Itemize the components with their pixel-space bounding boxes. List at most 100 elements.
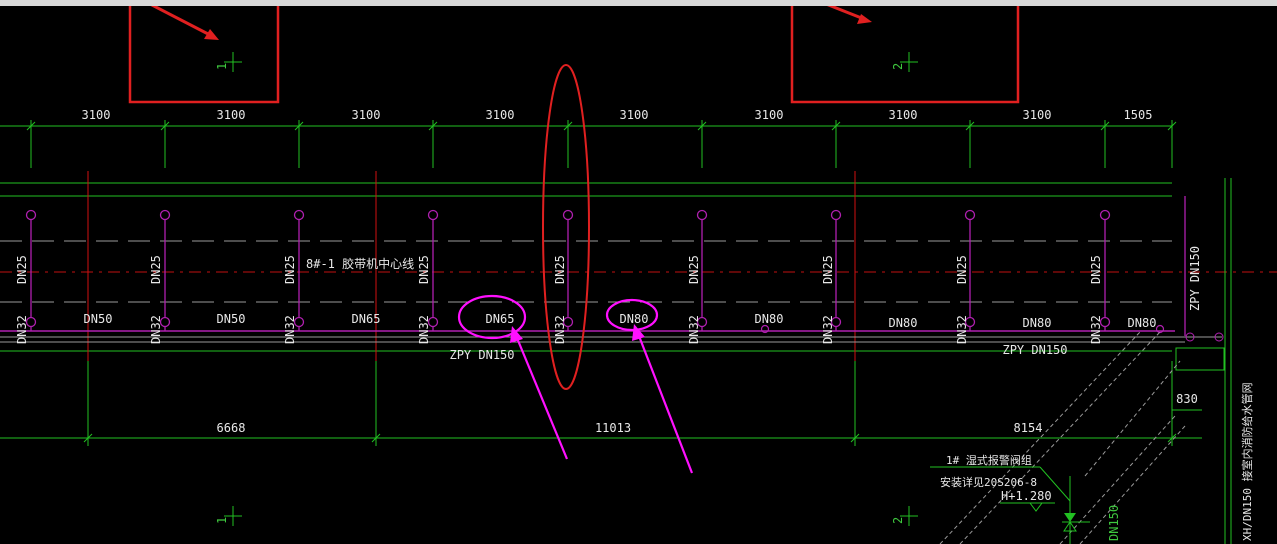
axis-marker-top-2: 2	[891, 52, 918, 72]
main-size-label: DN65	[486, 312, 515, 326]
valve-note-2: 安装详见20S206-8	[940, 475, 1037, 489]
dim-label: 3100	[486, 108, 515, 122]
dim-tick-mark	[831, 121, 841, 131]
valve-note-1: 1# 湿式报警阀组	[946, 453, 1032, 467]
branch-bottom-label: DN32	[15, 315, 29, 344]
dim-label: 3100	[217, 108, 246, 122]
dim-label: 3100	[82, 108, 111, 122]
main-size-label: DN50	[217, 312, 246, 326]
dim-tick-mark	[428, 121, 438, 131]
alarm-valve-icon	[1064, 513, 1076, 522]
main-size-label: DN80	[889, 316, 918, 330]
top-dimension-labels: 3100 3100 3100 3100 3100 3100 3100 3100 …	[82, 108, 1153, 122]
dim-tick-mark	[965, 121, 975, 131]
branch-label: DN25	[417, 255, 431, 284]
red-arrow-right-icon	[826, 6, 865, 21]
pipe-node-icon	[760, 324, 770, 334]
top-dimension-ticks	[26, 120, 1177, 168]
bottom-dim-label: 11013	[595, 421, 631, 435]
dn150-vertical-label: DN150	[1107, 505, 1121, 541]
isometric-lines	[939, 331, 1186, 544]
magenta-highlight-dn65	[457, 294, 527, 340]
red-annotation-box-left	[128, 6, 280, 104]
valve-node-icon	[1214, 332, 1224, 342]
dim-tick-mark	[563, 121, 573, 131]
dim-tick-mark	[160, 121, 170, 131]
red-annotation-box-right	[790, 6, 1020, 104]
main-size-label: DN80	[1128, 316, 1157, 330]
alarm-valve-icon-2	[1063, 521, 1077, 532]
sprinkler-head-icon	[830, 209, 842, 221]
valve-leader-line	[1039, 466, 1071, 502]
axis-marker-bottom-2: 2	[891, 506, 918, 526]
branch-bottom-label: DN32	[821, 315, 835, 344]
branch-labels: DN25 DN25 DN25 DN25 DN25 DN25 DN25 DN25 …	[15, 255, 1103, 284]
sprinkler-head-icon	[25, 209, 37, 221]
red-highlight-ellipse	[542, 64, 590, 390]
valve-box	[1175, 347, 1225, 371]
main-size-label: DN80	[755, 312, 784, 326]
bottom-branch-labels: DN32 DN32 DN32 DN32 DN32 DN32 DN32 DN32 …	[15, 315, 1103, 344]
valve-node-icon	[1185, 332, 1195, 342]
window-top-bar	[0, 0, 1277, 6]
axis-label: 1	[215, 63, 229, 70]
branch-label: DN25	[283, 255, 297, 284]
branch-label: DN25	[149, 255, 163, 284]
branch-bottom-label: DN32	[553, 315, 567, 344]
branch-bottom-label: DN32	[417, 315, 431, 344]
branch-label: DN25	[955, 255, 969, 284]
pipe-node-icon	[1155, 324, 1165, 334]
sprinkler-head-icon	[964, 209, 976, 221]
sprinkler-head-icon	[1099, 209, 1111, 221]
sprinkler-head-icon	[562, 209, 574, 221]
main-pipe-label: ZPY DN150	[1002, 343, 1067, 357]
magenta-arrowhead-icon	[510, 326, 523, 343]
dim-label: 1505	[1124, 108, 1153, 122]
red-arrowhead-left-icon	[204, 29, 219, 40]
bottom-dim-label: 6668	[217, 421, 246, 435]
dim-label: 3100	[889, 108, 918, 122]
sprinkler-head-icon	[427, 209, 439, 221]
dim-label: 3100	[620, 108, 649, 122]
magenta-arrow-icon	[637, 335, 694, 474]
axis-marker-top-1: 1	[215, 52, 242, 72]
branch-label: DN25	[1089, 255, 1103, 284]
dim-tick-mark	[26, 121, 36, 131]
main-size-label: DN50	[84, 312, 113, 326]
axis-label: 1	[215, 517, 229, 524]
dim-tick-mark	[1167, 121, 1177, 131]
branch-label: DN25	[553, 255, 567, 284]
dim-label: 3100	[1023, 108, 1052, 122]
dim-tick-mark	[1100, 121, 1110, 131]
red-arrow-left-icon	[150, 6, 213, 38]
branch-label: DN25	[687, 255, 701, 284]
bottom-dimension-ticks	[83, 361, 1177, 446]
magenta-highlight-dn80	[605, 298, 659, 332]
red-arrowhead-right-icon	[857, 14, 872, 24]
sprinkler-head-icon	[696, 209, 708, 221]
branch-bottom-label: DN32	[283, 315, 297, 344]
branch-label: DN25	[15, 255, 29, 284]
main-size-label: DN80	[1023, 316, 1052, 330]
dim-tick-mark	[294, 121, 304, 131]
elevation-label: H+1.280	[1001, 489, 1052, 503]
dim-label: 3100	[352, 108, 381, 122]
main-pipe-labels: DN50 DN50 DN65 DN65 DN80 DN80 DN80 DN80 …	[84, 312, 1157, 362]
elevation-marker-icon	[1029, 502, 1043, 512]
sprinkler-head-icon	[293, 209, 305, 221]
sprinkler-head-icon	[159, 209, 171, 221]
axis-marker-bottom-1: 1	[215, 506, 242, 526]
axis-label: 2	[891, 517, 905, 524]
cad-drawing-canvas[interactable]: 1 2 1 2 3100 3100 3100 3100 3100 3100 31…	[0, 6, 1277, 544]
axis-label: 2	[891, 63, 905, 70]
vertical-pipe-label: ZPY DN150	[1188, 246, 1202, 311]
sprinkler-branches	[25, 209, 1165, 334]
branch-label: DN25	[821, 255, 835, 284]
main-pipe-label: ZPY DN150	[449, 348, 514, 362]
branch-bottom-label: DN32	[149, 315, 163, 344]
branch-bottom-label: DN32	[955, 315, 969, 344]
main-size-label: DN80	[620, 312, 649, 326]
magenta-arrowhead-icon	[632, 324, 645, 341]
right-vertical-note: XH/DN150 接室内消防给水管网	[1240, 382, 1254, 541]
small-dim-label: 830	[1176, 392, 1198, 406]
